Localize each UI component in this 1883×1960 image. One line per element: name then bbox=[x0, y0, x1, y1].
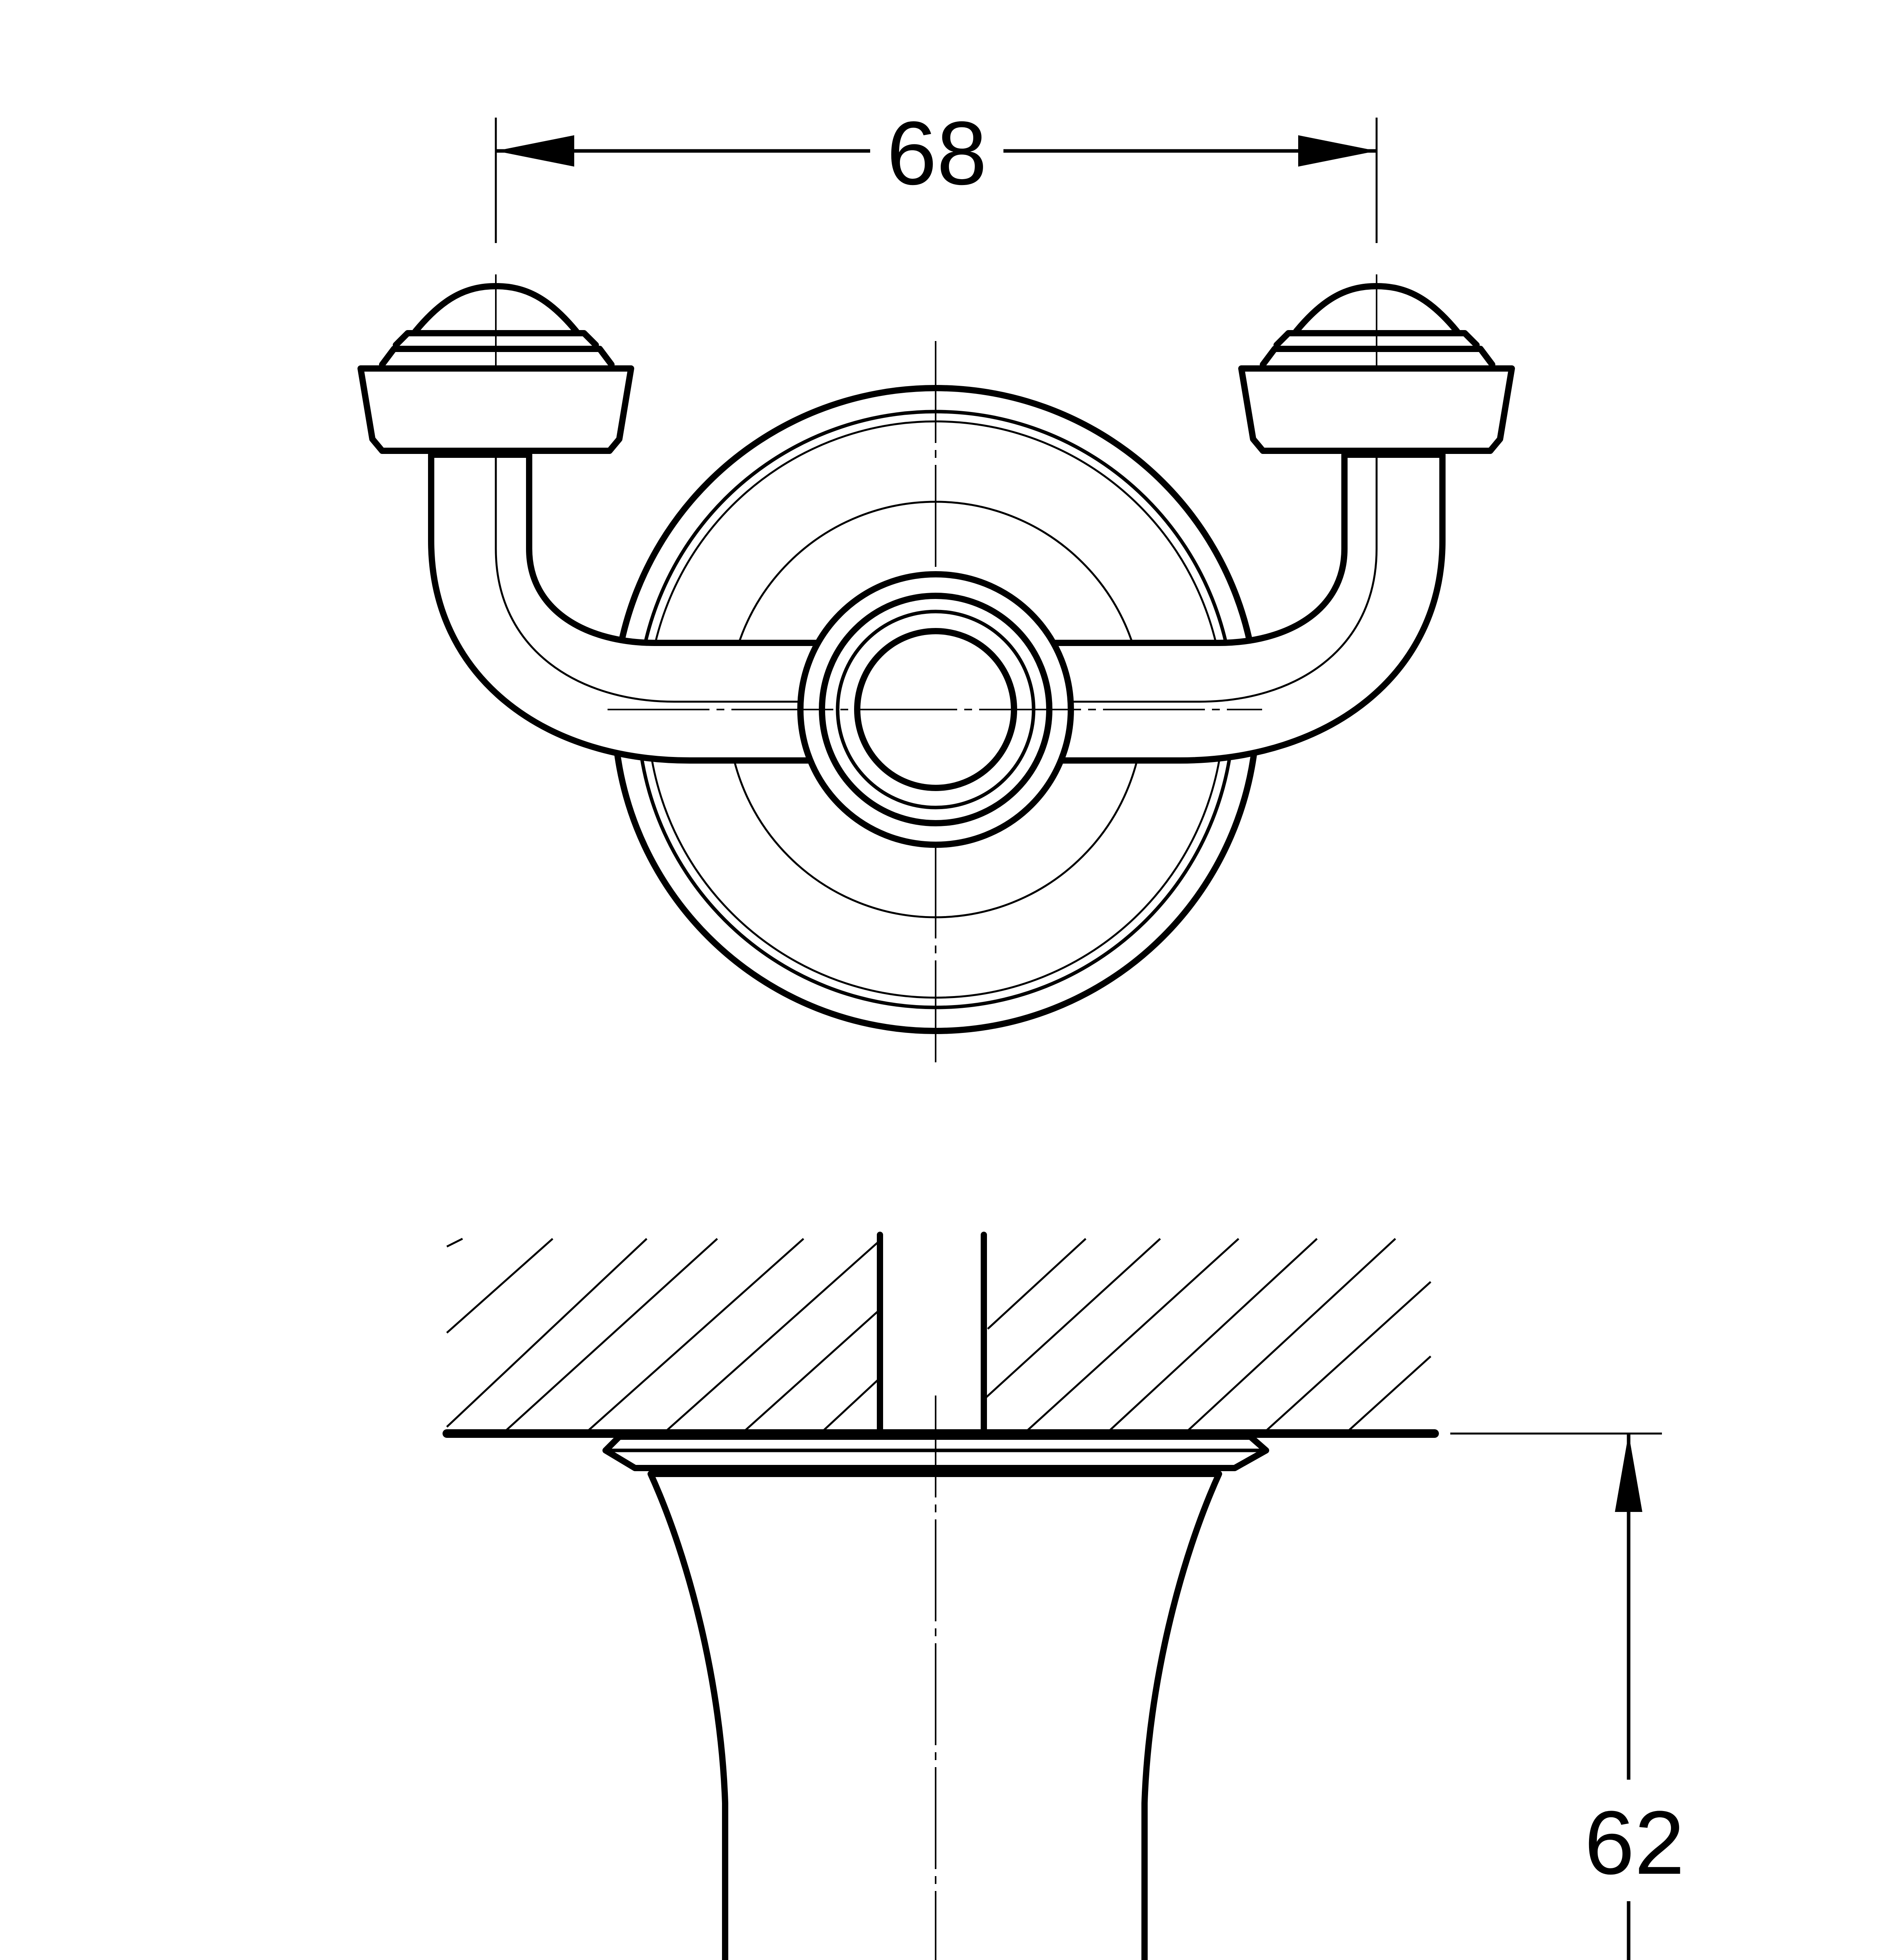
end-cap-left bbox=[357, 283, 634, 454]
arrowhead-right-icon bbox=[1298, 135, 1377, 167]
arrowhead-up-icon bbox=[1615, 1434, 1642, 1512]
front-view bbox=[357, 274, 1515, 1066]
dimension-68: 68 bbox=[495, 103, 1378, 243]
dimension-62: 62 bbox=[1450, 1432, 1685, 1960]
end-cap-right bbox=[1238, 283, 1515, 454]
dimension-label-62: 62 bbox=[1584, 1792, 1685, 1893]
dimension-label-68: 68 bbox=[887, 103, 987, 203]
arrowhead-left-icon bbox=[496, 135, 574, 167]
wall-hatch bbox=[446, 1232, 1431, 1432]
side-view bbox=[443, 1232, 1439, 1960]
